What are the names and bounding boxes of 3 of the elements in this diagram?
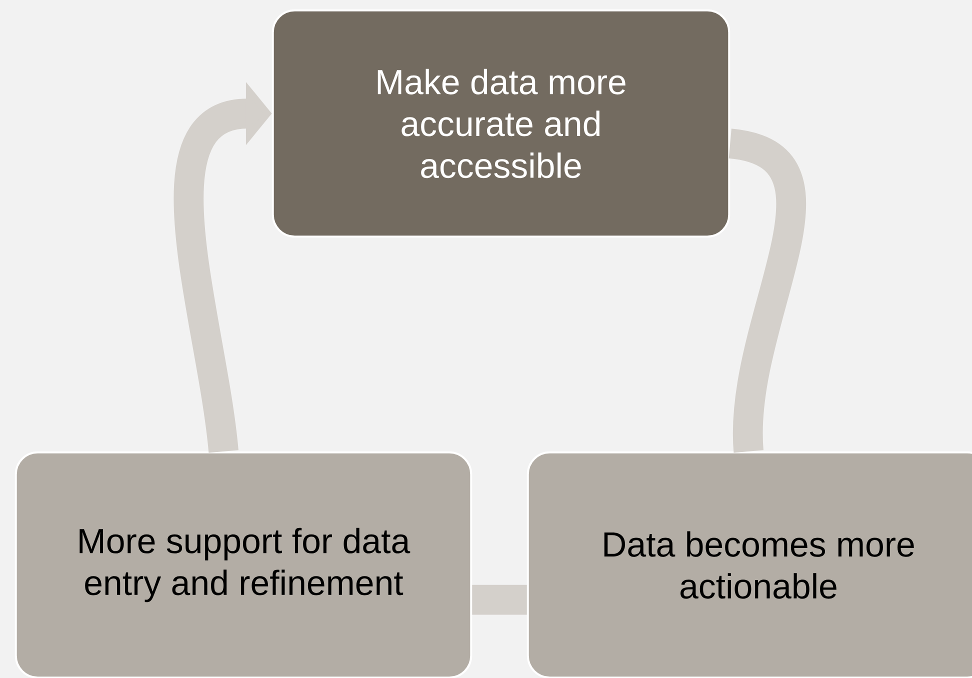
process-box: Data becomes more actionable	[526, 451, 972, 678]
process-box: Make data more accurate and accessible	[272, 9, 730, 238]
process-box: More support for data entry and refinement	[14, 451, 472, 678]
